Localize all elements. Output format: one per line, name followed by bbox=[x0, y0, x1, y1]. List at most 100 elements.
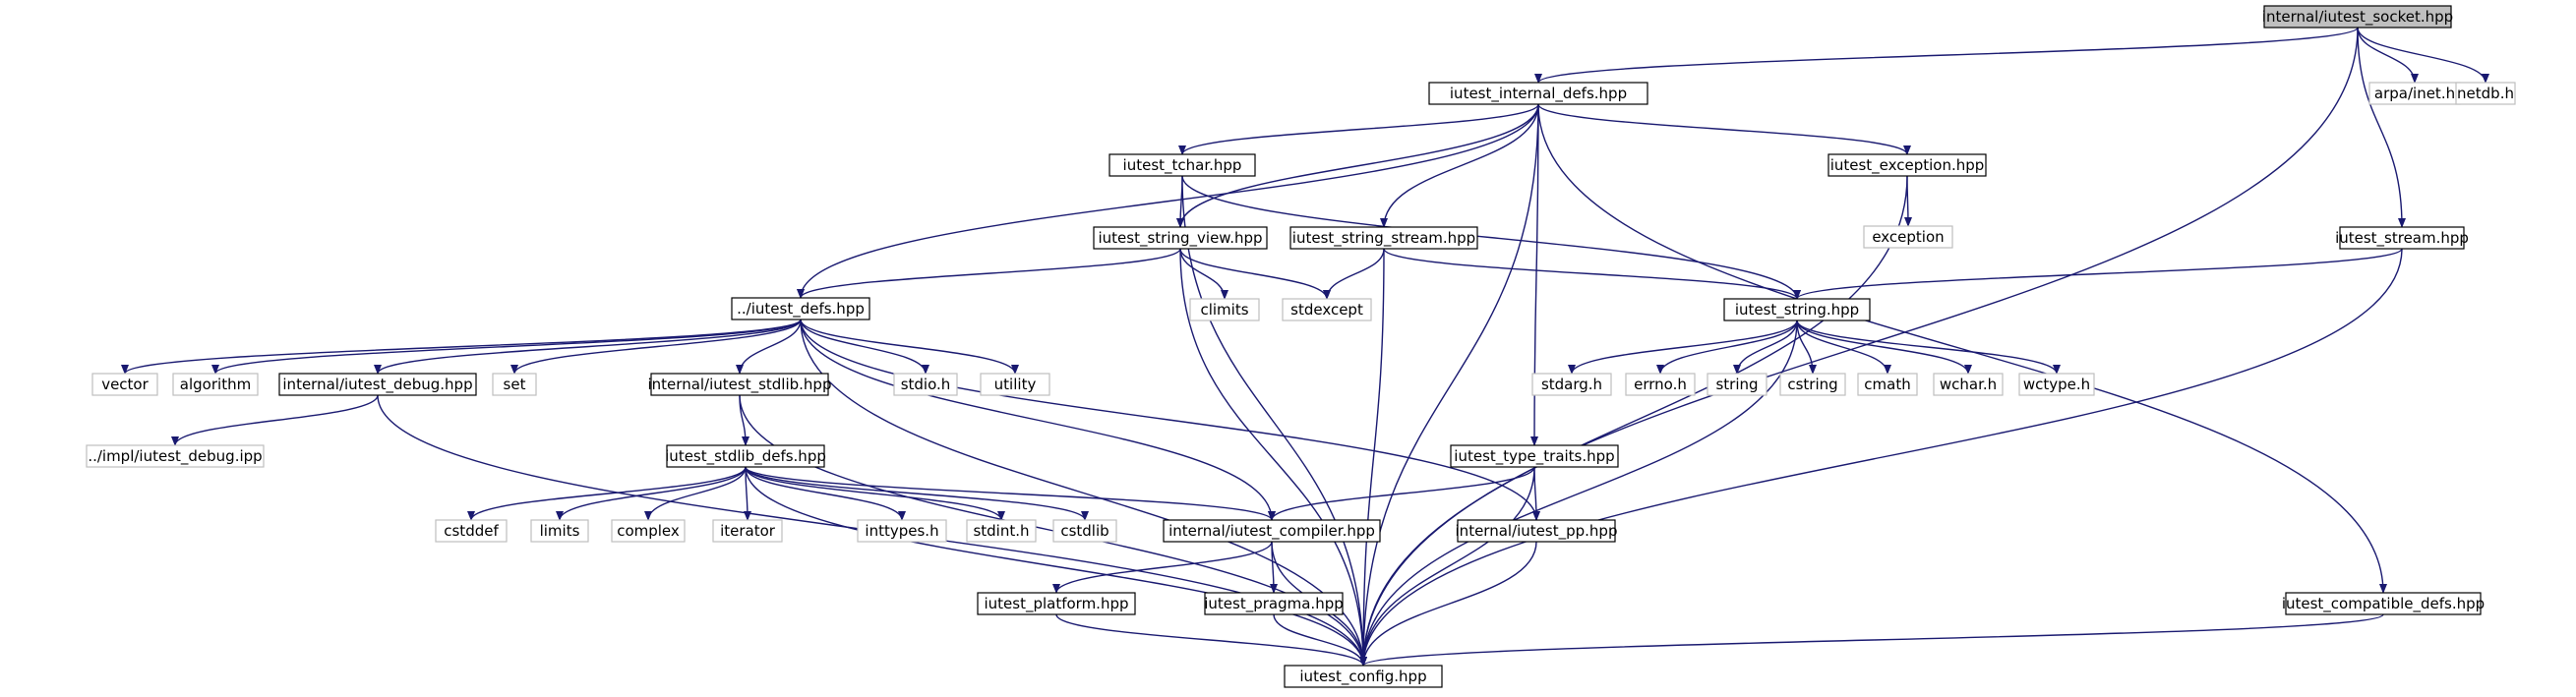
node-box bbox=[731, 297, 870, 320]
node-stdlib_defs[interactable]: iutest_stdlib_defs.hpp bbox=[665, 444, 826, 468]
node-box bbox=[86, 444, 265, 468]
node-label: iutest_string_view.hpp bbox=[1098, 229, 1262, 248]
edge-socket-to-arpa bbox=[2357, 27, 2419, 84]
node-label: iutest_stdlib_defs.hpp bbox=[665, 447, 826, 466]
node-string_view[interactable]: iutest_string_view.hpp bbox=[1093, 226, 1268, 250]
edge-tchar-to-config bbox=[1181, 175, 1367, 667]
node-climits: climits bbox=[1189, 298, 1260, 321]
node-string_stream[interactable]: iutest_string_stream.hpp bbox=[1289, 226, 1478, 250]
node-label: stdio.h bbox=[901, 376, 951, 393]
node-internal_defs[interactable]: iutest_internal_defs.hpp bbox=[1428, 82, 1648, 105]
node-cstdlib: cstdlib bbox=[1052, 519, 1117, 543]
node-box bbox=[1723, 298, 1871, 321]
node-stdint: stdint.h bbox=[966, 519, 1037, 543]
edge-string_view-to-stdexcept bbox=[1179, 248, 1331, 300]
node-box bbox=[1189, 298, 1260, 321]
node-stdlib[interactable]: internal/iutest_stdlib.hpp bbox=[648, 373, 832, 396]
node-label: ../impl/iutest_debug.ipp bbox=[88, 447, 262, 466]
node-box bbox=[2339, 226, 2465, 250]
graph-nodes: internal/iutest_socket.hpp iutest_interna… bbox=[86, 5, 2516, 688]
edge-stdlib_defs-to-inttypes bbox=[745, 466, 906, 521]
node-pragma[interactable]: iutest_pragma.hpp bbox=[1204, 592, 1344, 615]
edge-internal_defs-to-tchar bbox=[1178, 103, 1539, 155]
node-socket[interactable]: internal/iutest_socket.hpp bbox=[2262, 5, 2453, 29]
edge-string_stream-to-string_hpp bbox=[1383, 248, 1801, 300]
node-label: internal/iutest_socket.hpp bbox=[2262, 8, 2453, 27]
edge-type_traits-to-config bbox=[1359, 466, 1535, 667]
node-label: iutest_string_stream.hpp bbox=[1292, 229, 1475, 248]
node-label: arpa/inet.h bbox=[2374, 85, 2455, 102]
node-type_traits[interactable]: iutest_type_traits.hpp bbox=[1450, 444, 1619, 468]
node-box bbox=[893, 373, 958, 396]
node-label: ../iutest_defs.hpp bbox=[737, 300, 865, 319]
edge-internal_defs-to-exception_hpp bbox=[1537, 103, 1911, 155]
node-box bbox=[435, 519, 508, 543]
node-label: iutest_platform.hpp bbox=[984, 595, 1128, 613]
node-label: internal/iutest_stdlib.hpp bbox=[648, 376, 832, 394]
node-tchar[interactable]: iutest_tchar.hpp bbox=[1108, 153, 1256, 177]
edge-platform-to-config bbox=[1055, 613, 1367, 667]
node-stdarg: stdarg.h bbox=[1531, 373, 1612, 396]
node-set: set bbox=[492, 373, 537, 396]
node-compatible[interactable]: iutest_compatible_defs.hpp bbox=[2282, 592, 2485, 615]
node-label: iutest_compatible_defs.hpp bbox=[2282, 595, 2485, 613]
node-pp[interactable]: internal/iutest_pp.hpp bbox=[1456, 519, 1618, 543]
node-label: internal/iutest_compiler.hpp bbox=[1168, 522, 1375, 541]
node-cstring: cstring bbox=[1779, 373, 1846, 396]
edge-compiler-to-platform bbox=[1052, 541, 1273, 594]
edge-socket-to-stream bbox=[2357, 27, 2406, 228]
edge-defs-to-algorithm bbox=[211, 319, 802, 375]
edge-defs-to-utility bbox=[800, 319, 1019, 375]
node-stdio: stdio.h bbox=[893, 373, 958, 396]
edge-stream-to-string_hpp bbox=[1793, 248, 2403, 300]
node-label: algorithm bbox=[180, 376, 251, 393]
node-label: cstddef bbox=[444, 522, 499, 540]
node-compiler[interactable]: internal/iutest_compiler.hpp bbox=[1163, 519, 1381, 543]
node-string_hpp[interactable]: iutest_string.hpp bbox=[1723, 298, 1871, 321]
node-box bbox=[1457, 519, 1616, 543]
node-box bbox=[1857, 373, 1918, 396]
node-debug[interactable]: internal/iutest_debug.hpp bbox=[278, 373, 477, 396]
edge-string_hpp-to-config bbox=[1359, 319, 1798, 667]
node-box bbox=[1827, 153, 1987, 177]
node-label: iutest_type_traits.hpp bbox=[1454, 447, 1614, 466]
node-platform[interactable]: iutest_platform.hpp bbox=[977, 592, 1136, 615]
node-exception_hpp[interactable]: iutest_exception.hpp bbox=[1827, 153, 1987, 177]
edge-stdlib_defs-to-config bbox=[745, 466, 1367, 667]
node-inttypes: inttypes.h bbox=[857, 519, 947, 543]
edge-stdlib_defs-to-limits bbox=[556, 466, 747, 521]
edge-internal_defs-to-string_view bbox=[1176, 103, 1539, 228]
node-config[interactable]: iutest_config.hpp bbox=[1284, 665, 1443, 688]
edge-string_hpp-to-wctype bbox=[1796, 319, 2061, 375]
node-box bbox=[1108, 153, 1256, 177]
node-box bbox=[1707, 373, 1767, 396]
node-label: internal/iutest_pp.hpp bbox=[1456, 522, 1618, 541]
node-defs[interactable]: ../iutest_defs.hpp bbox=[731, 297, 870, 320]
node-wctype: wctype.h bbox=[2018, 373, 2095, 396]
node-box bbox=[857, 519, 947, 543]
edge-string_stream-to-config bbox=[1359, 248, 1385, 667]
edge-string_hpp-to-stdarg bbox=[1568, 319, 1798, 375]
edge-string_view-to-climits bbox=[1179, 248, 1228, 300]
node-box bbox=[1052, 519, 1117, 543]
node-label: complex bbox=[617, 522, 680, 540]
edge-socket-to-netdb bbox=[2357, 27, 2489, 84]
node-label: iutest_stream.hpp bbox=[2335, 229, 2469, 248]
node-box bbox=[1933, 373, 2004, 396]
node-label: string bbox=[1715, 376, 1758, 393]
edge-stdlib_defs-to-complex bbox=[644, 466, 747, 521]
node-label: vector bbox=[101, 376, 149, 393]
edge-string_view-to-defs bbox=[797, 248, 1181, 299]
node-label: set bbox=[504, 376, 526, 393]
node-cmath: cmath bbox=[1857, 373, 1918, 396]
node-string: string bbox=[1707, 373, 1767, 396]
node-stream[interactable]: iutest_stream.hpp bbox=[2335, 226, 2469, 250]
node-iterator: iterator bbox=[712, 519, 783, 543]
edge-exception_hpp-to-config bbox=[1359, 175, 1908, 667]
node-box bbox=[2263, 5, 2452, 29]
node-box bbox=[977, 592, 1136, 615]
node-box bbox=[1531, 373, 1612, 396]
node-wchar: wchar.h bbox=[1933, 373, 2004, 396]
node-errno: errno.h bbox=[1625, 373, 1696, 396]
edge-stdlib_defs-to-compiler bbox=[745, 466, 1276, 521]
